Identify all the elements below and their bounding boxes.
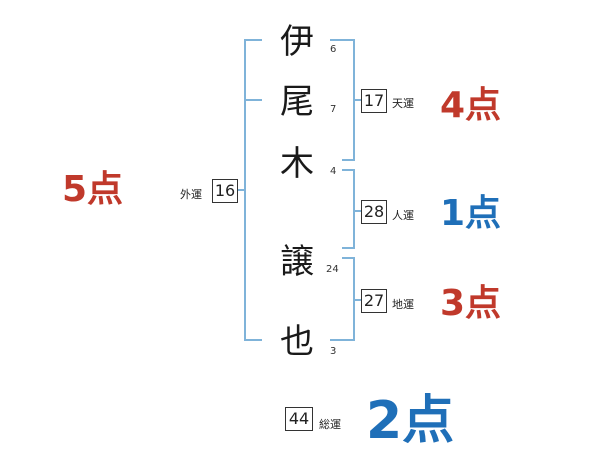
jin-bracket bbox=[342, 169, 355, 249]
sou-value-box: 44 bbox=[285, 407, 313, 431]
stroke-count-4: 24 bbox=[326, 264, 339, 275]
jin-label: 人運 bbox=[392, 209, 414, 222]
chi-value-box: 27 bbox=[361, 289, 387, 313]
jin-score: 1点 bbox=[440, 193, 502, 234]
name-char-1: 伊 bbox=[280, 22, 314, 62]
stroke-count-3: 4 bbox=[330, 166, 337, 177]
gai-value-box: 16 bbox=[212, 179, 238, 203]
gai-label: 外運 bbox=[180, 188, 202, 201]
name-char-5: 也 bbox=[280, 322, 314, 362]
sou-label: 総運 bbox=[319, 418, 341, 431]
gai-score: 5点 bbox=[62, 169, 124, 210]
name-char-4: 譲 bbox=[280, 242, 314, 282]
chi-score: 3点 bbox=[440, 283, 502, 324]
ten-score: 4点 bbox=[440, 85, 502, 126]
jin-value-box: 28 bbox=[361, 200, 387, 224]
ten-value-box: 17 bbox=[361, 89, 387, 113]
gai-bracket bbox=[244, 39, 262, 341]
stroke-count-5: 3 bbox=[330, 346, 337, 357]
ten-label: 天運 bbox=[392, 97, 414, 110]
name-char-3: 木 bbox=[280, 144, 314, 184]
name-char-2: 尾 bbox=[280, 82, 314, 122]
stroke-count-1: 6 bbox=[330, 44, 337, 55]
ten-bracket bbox=[330, 39, 355, 161]
sou-score: 2点 bbox=[366, 391, 455, 451]
stroke-count-2: 7 bbox=[330, 104, 337, 115]
chi-label: 地運 bbox=[392, 298, 414, 311]
